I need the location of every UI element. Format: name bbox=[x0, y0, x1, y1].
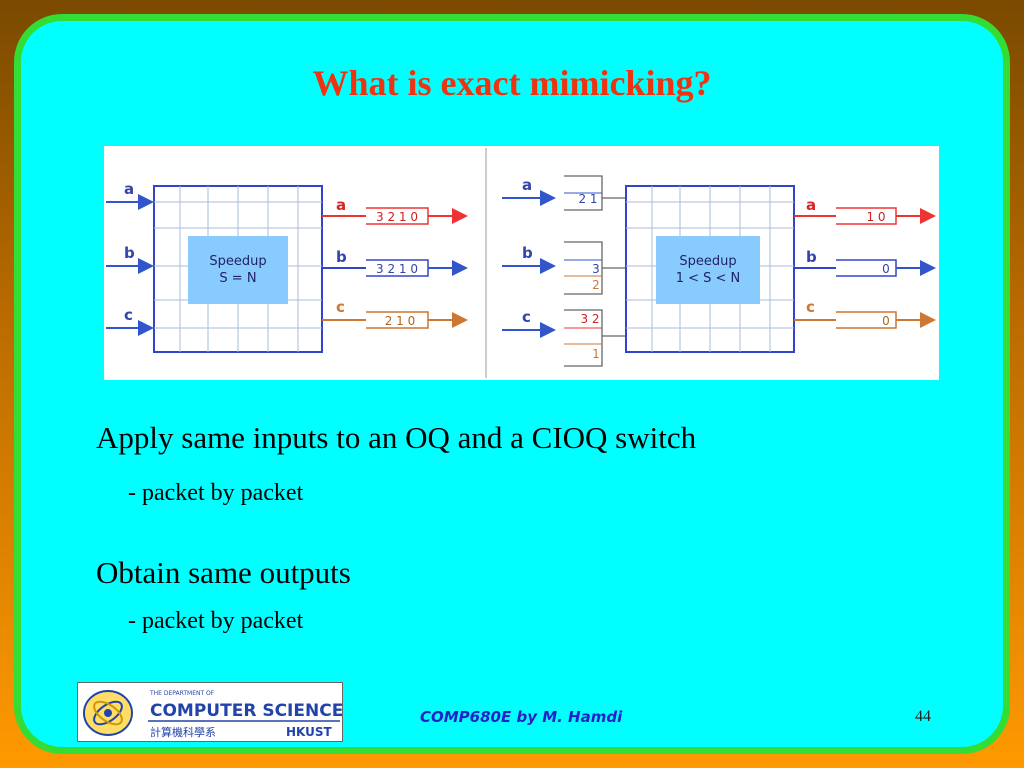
oq-output-queue-c-content: 2 1 0 bbox=[385, 314, 416, 328]
oq-output-label-a: a bbox=[336, 196, 346, 214]
footer-course-author: COMP680E by M. Hamdi bbox=[420, 708, 623, 726]
cioq-speedup-value: 1 < S < N bbox=[676, 271, 741, 286]
oq-input-label-c: c bbox=[124, 306, 133, 324]
cioq-output-queue-a-content: 1 0 bbox=[866, 210, 885, 224]
oq-output-queue-a-content: 3 2 1 0 bbox=[376, 210, 418, 224]
oq-speedup-value: S = N bbox=[219, 271, 256, 286]
page-number: 44 bbox=[915, 708, 931, 725]
cioq-input-queue-a-content: 2 1 bbox=[578, 192, 597, 206]
cioq-input-queue-b-bottom: 2 bbox=[592, 278, 600, 292]
cioq-crossbar-grid bbox=[626, 186, 794, 352]
cioq-speedup-box bbox=[656, 236, 760, 304]
slide-panel bbox=[14, 14, 1010, 754]
oq-speedup-box bbox=[188, 236, 288, 304]
logo-hkust-text: HKUST bbox=[286, 725, 333, 739]
oq-output-label-c: c bbox=[336, 298, 345, 316]
cioq-input-label-b: b bbox=[522, 244, 533, 262]
hkust-cs-logo: THE DEPARTMENT OF COMPUTER SCIENCE 計算機科學… bbox=[77, 682, 343, 742]
hkust-cs-logo-svg: THE DEPARTMENT OF COMPUTER SCIENCE 計算機科學… bbox=[83, 690, 343, 739]
cioq-input-queue-c-top: 3 2 bbox=[580, 312, 599, 326]
oq-output-label-b: b bbox=[336, 248, 347, 266]
switch-diagram: a b c Speedup S = N bbox=[104, 146, 939, 380]
cioq-output-label-a: a bbox=[806, 196, 816, 214]
oq-input-label-a: a bbox=[124, 180, 134, 198]
slide-title: What is exact mimicking? bbox=[312, 63, 712, 103]
cioq-input-label-a: a bbox=[522, 176, 532, 194]
sub-bullet-packet-by-packet-2: - packet by packet bbox=[128, 608, 304, 634]
cioq-output-queue-b-content: 0 bbox=[882, 262, 890, 276]
sub-bullet-packet-by-packet-1: - packet by packet bbox=[128, 480, 304, 506]
cioq-input-queue-c bbox=[564, 309, 603, 367]
cioq-switch: a b c 2 1 3 2 3 2 1 bbox=[502, 175, 936, 367]
oq-output-queue-b-content: 3 2 1 0 bbox=[376, 262, 418, 276]
cioq-output-label-c: c bbox=[806, 298, 815, 316]
oq-speedup-label: Speedup bbox=[209, 254, 266, 269]
cioq-input-queue-b-top: 3 bbox=[592, 262, 600, 276]
oq-switch: a b c Speedup S = N bbox=[106, 180, 468, 353]
switch-diagram-svg: a b c Speedup S = N bbox=[106, 148, 936, 378]
cioq-input-label-c: c bbox=[522, 308, 531, 326]
oq-input-label-b: b bbox=[124, 244, 135, 262]
bullet-apply-inputs: Apply same inputs to an OQ and a CIOQ sw… bbox=[96, 420, 697, 455]
logo-chinese-text: 計算機科學系 bbox=[150, 725, 216, 739]
cioq-output-queue-c-content: 0 bbox=[882, 314, 890, 328]
logo-big-text: COMPUTER SCIENCE bbox=[150, 701, 342, 721]
cioq-output-label-b: b bbox=[806, 248, 817, 266]
cioq-speedup-label: Speedup bbox=[679, 254, 736, 269]
logo-small-text: THE DEPARTMENT OF bbox=[149, 690, 215, 697]
bullet-obtain-outputs: Obtain same outputs bbox=[96, 555, 351, 590]
hkust-emblem-icon bbox=[83, 690, 133, 736]
cioq-input-queue-c-bottom: 1 bbox=[592, 347, 600, 361]
